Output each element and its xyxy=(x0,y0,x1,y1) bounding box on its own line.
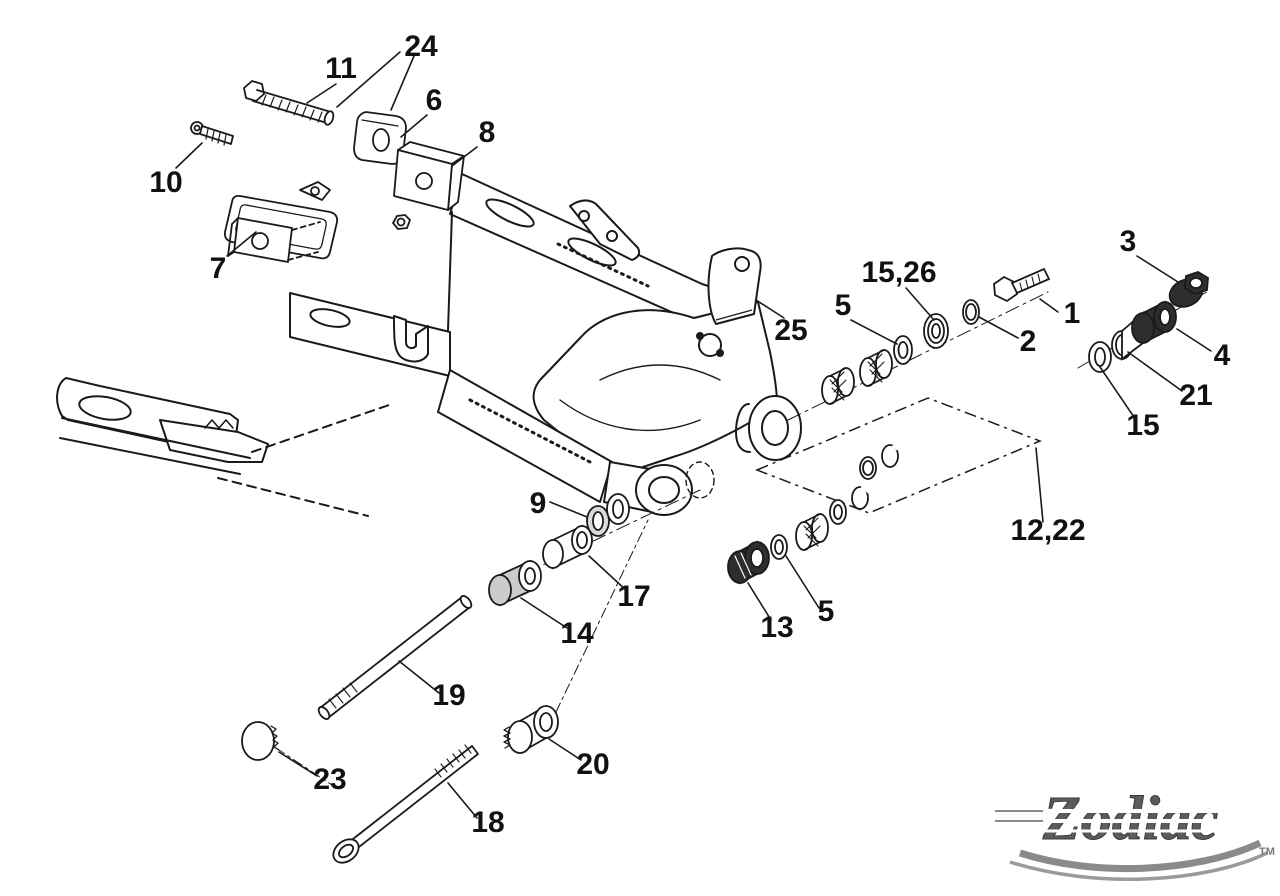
part-10-screw xyxy=(190,121,234,146)
part-label-15-26: 15,26 xyxy=(861,256,936,289)
part-label-10: 10 xyxy=(149,166,182,199)
part-label-23: 23 xyxy=(313,763,346,796)
kit-12-22-box xyxy=(754,397,1043,514)
part-nut-small xyxy=(392,214,411,230)
logo-swoosh xyxy=(1018,839,1262,873)
part-label-8: 8 xyxy=(479,116,496,149)
part-label-1: 1 xyxy=(1064,297,1081,330)
part-label-13: 13 xyxy=(760,611,793,644)
pivot-axis-parts xyxy=(787,267,1051,421)
part-5-washer xyxy=(893,335,913,365)
part-label-21: 21 xyxy=(1179,379,1212,412)
zodiac-logo: Zodiac TM xyxy=(995,785,1275,881)
part-18-bolt xyxy=(332,744,479,864)
swingarm-body xyxy=(289,173,802,516)
bearing-cage xyxy=(821,367,855,405)
left-axle-plate xyxy=(56,377,393,517)
part-label-7: 7 xyxy=(210,252,227,285)
part-11-bolt xyxy=(243,80,335,126)
part-5b-washer xyxy=(770,534,788,560)
part-label-24: 24 xyxy=(404,30,438,63)
part-label-17: 17 xyxy=(617,580,650,613)
part-4-bushing xyxy=(1131,300,1177,345)
part-20-nut xyxy=(503,519,649,754)
part-9-washers xyxy=(586,493,630,537)
part-8-block xyxy=(393,141,465,211)
part-label-15: 15 xyxy=(1126,409,1159,442)
part-label-3: 3 xyxy=(1120,225,1137,258)
part-1-bolt xyxy=(993,267,1051,303)
part-15-26-washer xyxy=(923,313,949,349)
logo-swoosh-thin xyxy=(1009,851,1268,881)
part-snap-rings xyxy=(829,485,870,525)
part-14-spacer xyxy=(488,559,542,607)
part-2-washer xyxy=(962,299,980,325)
leader-lines xyxy=(175,51,1212,819)
part-label-12-22: 12,22 xyxy=(1010,514,1085,547)
part-label-11: 11 xyxy=(325,52,357,85)
part-25-bracket xyxy=(707,247,762,325)
part-6-damper xyxy=(353,111,407,165)
part-15-washer xyxy=(1088,341,1112,373)
part-3-nut xyxy=(1168,271,1209,308)
part-7-cover xyxy=(223,181,339,263)
logo-tm: TM xyxy=(1259,846,1275,858)
part-13-bearing xyxy=(727,540,770,585)
bottom-hardware xyxy=(241,519,649,864)
part-label-19: 19 xyxy=(432,679,465,712)
part-17-spacer xyxy=(542,524,593,570)
part-label-20: 20 xyxy=(576,748,609,781)
top-left-parts xyxy=(190,80,465,263)
part-23-cap xyxy=(241,721,339,790)
part-label-5a: 5 xyxy=(835,289,852,322)
part-label-2: 2 xyxy=(1020,325,1037,358)
lower-axis-parts xyxy=(488,485,870,607)
u-bracket xyxy=(393,315,429,363)
part-label-14: 14 xyxy=(560,617,594,650)
part-19-shaft xyxy=(317,595,473,720)
part-label-5b: 5 xyxy=(818,595,835,628)
part-label-9: 9 xyxy=(530,487,547,520)
bushing-group xyxy=(1077,271,1211,373)
part-label-25: 25 xyxy=(774,314,807,347)
lower-arm xyxy=(437,369,613,503)
part-label-18: 18 xyxy=(471,806,504,839)
part-label-4: 4 xyxy=(1214,339,1231,372)
part-label-6: 6 xyxy=(426,84,443,117)
